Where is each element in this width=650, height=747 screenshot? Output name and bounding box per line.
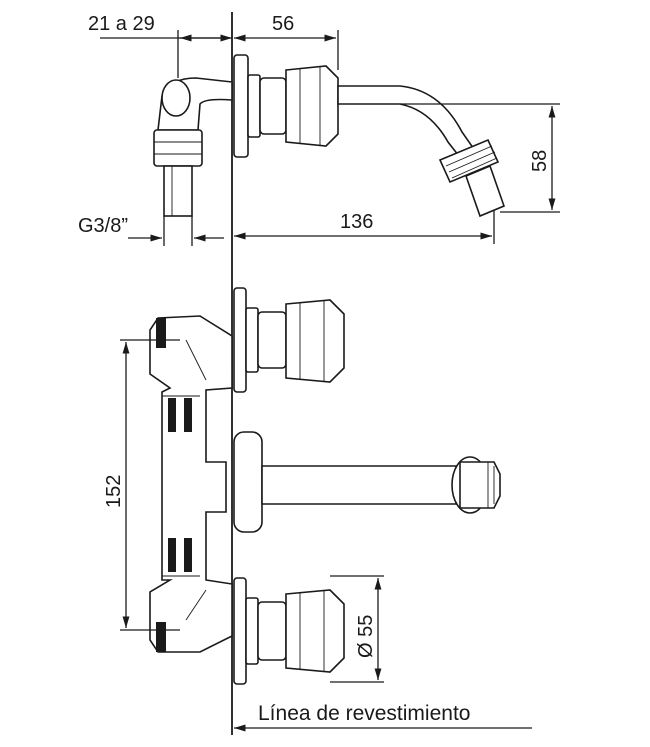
upper-handle <box>285 299 345 383</box>
side-view <box>153 54 506 218</box>
front-aerator <box>459 461 501 509</box>
dim-overall-length: 136 <box>340 211 373 233</box>
side-aerator <box>438 138 500 184</box>
front-spout <box>261 465 457 505</box>
lower-handle <box>285 589 345 673</box>
side-handle <box>285 65 339 147</box>
side-spout <box>337 85 478 162</box>
dim-handle-diameter: Ø 55 <box>355 615 377 658</box>
side-escutcheon <box>233 54 249 158</box>
center-escutcheon <box>233 431 263 533</box>
dim-spout-drop: 58 <box>529 150 551 172</box>
dim-spout-projection: 56 <box>272 13 294 35</box>
dim-centers: 152 <box>103 475 125 508</box>
front-view <box>149 287 501 685</box>
wall-body <box>149 315 233 653</box>
dim-thread: G3/8” <box>78 215 128 237</box>
lower-escutcheon <box>233 577 247 685</box>
dim-inlet-depth: 21 a 29 <box>88 13 155 35</box>
upper-escutcheon <box>233 287 247 393</box>
caption-cladding-line: Línea de revestimiento <box>258 702 470 725</box>
